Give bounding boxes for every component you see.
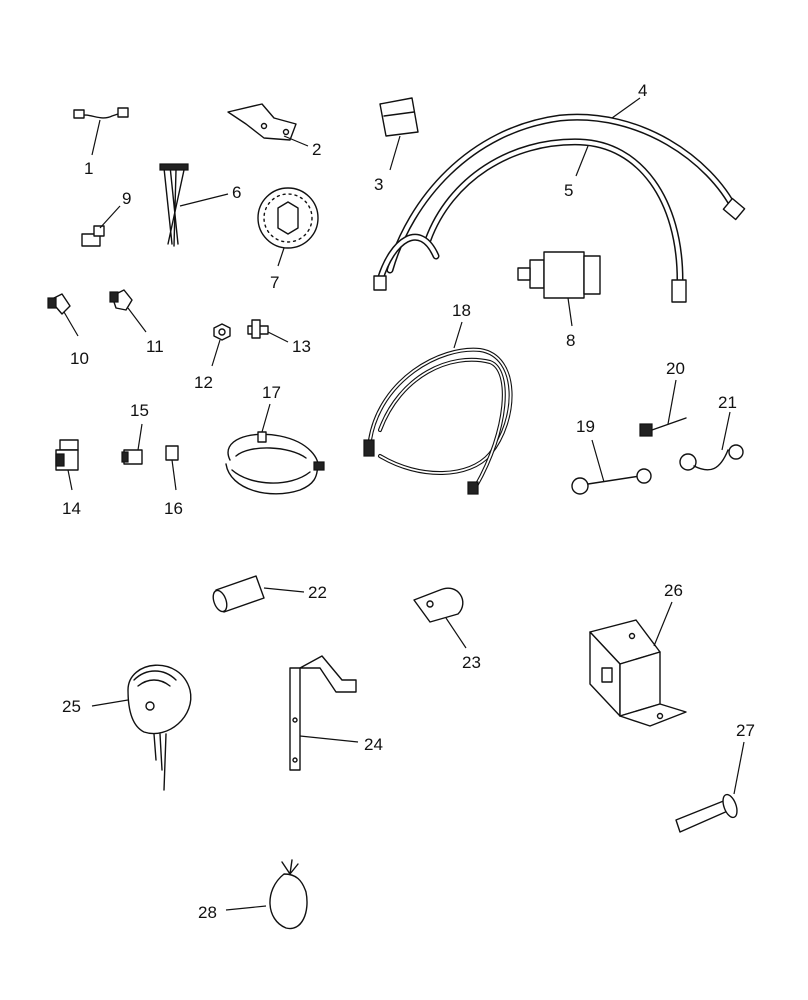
part-11-elbow: 11 [109, 289, 164, 356]
part-23-clamp: 23 [413, 587, 481, 672]
part-10-elbow: 10 [47, 293, 89, 368]
part-27-pin: 27 [675, 721, 755, 833]
callout-13: 13 [292, 337, 311, 356]
callout-18: 18 [452, 301, 471, 320]
callout-14: 14 [62, 499, 81, 518]
callout-23: 23 [462, 653, 481, 672]
callout-4: 4 [638, 81, 647, 100]
part-16-plug: 16 [164, 445, 183, 518]
part-13-tee: 13 [247, 319, 311, 356]
part-25-light: 25 [62, 664, 192, 791]
part-17-coiled-wire: 17 [225, 383, 325, 495]
part-1-wire-harness: 1 [73, 107, 129, 178]
part-5-hose: 5 [373, 138, 687, 303]
callout-7: 7 [270, 273, 279, 292]
callout-27: 27 [736, 721, 755, 740]
part-26-box-frame: 26 [589, 581, 687, 727]
callout-9: 9 [122, 189, 131, 208]
callout-11: 11 [146, 337, 164, 356]
part-15-fitting: 15 [121, 401, 149, 465]
part-18-coiled-hose: 18 [363, 301, 513, 495]
part-28-bag: 28 [198, 859, 308, 930]
callout-22: 22 [308, 583, 327, 602]
part-19-probe: 19 [571, 417, 652, 495]
part-7-disc: 7 [257, 187, 319, 292]
callout-28: 28 [198, 903, 217, 922]
callout-5: 5 [564, 181, 573, 200]
part-2-bracket: 2 [227, 103, 321, 159]
callout-12: 12 [194, 373, 213, 392]
callout-3: 3 [374, 175, 383, 194]
callout-8: 8 [566, 331, 575, 350]
callout-6: 6 [232, 183, 241, 202]
callout-16: 16 [164, 499, 183, 518]
callout-19: 19 [576, 417, 595, 436]
part-9-fitting: 9 [81, 189, 131, 247]
callout-21: 21 [718, 393, 737, 412]
part-8-filter: 8 [517, 251, 601, 350]
part-21-wire-caps: 21 [679, 393, 744, 471]
part-3-packet: 3 [374, 97, 419, 194]
part-20-sensor: 20 [639, 359, 687, 437]
callout-10: 10 [70, 349, 89, 368]
part-14-coupling: 14 [55, 439, 81, 518]
callout-1: 1 [84, 159, 93, 178]
callout-15: 15 [130, 401, 149, 420]
part-12-nut: 12 [194, 323, 231, 392]
callout-25: 25 [62, 697, 81, 716]
part-4-hose-long: 4 [386, 81, 746, 274]
part-24-strap: 24 [289, 655, 383, 771]
callout-26: 26 [664, 581, 683, 600]
callout-20: 20 [666, 359, 685, 378]
callout-2: 2 [312, 140, 321, 159]
callout-17: 17 [262, 383, 281, 402]
part-6-cable-ties: 6 [159, 163, 241, 247]
part-22-sleeve: 22 [212, 575, 327, 613]
callout-24: 24 [364, 735, 383, 754]
